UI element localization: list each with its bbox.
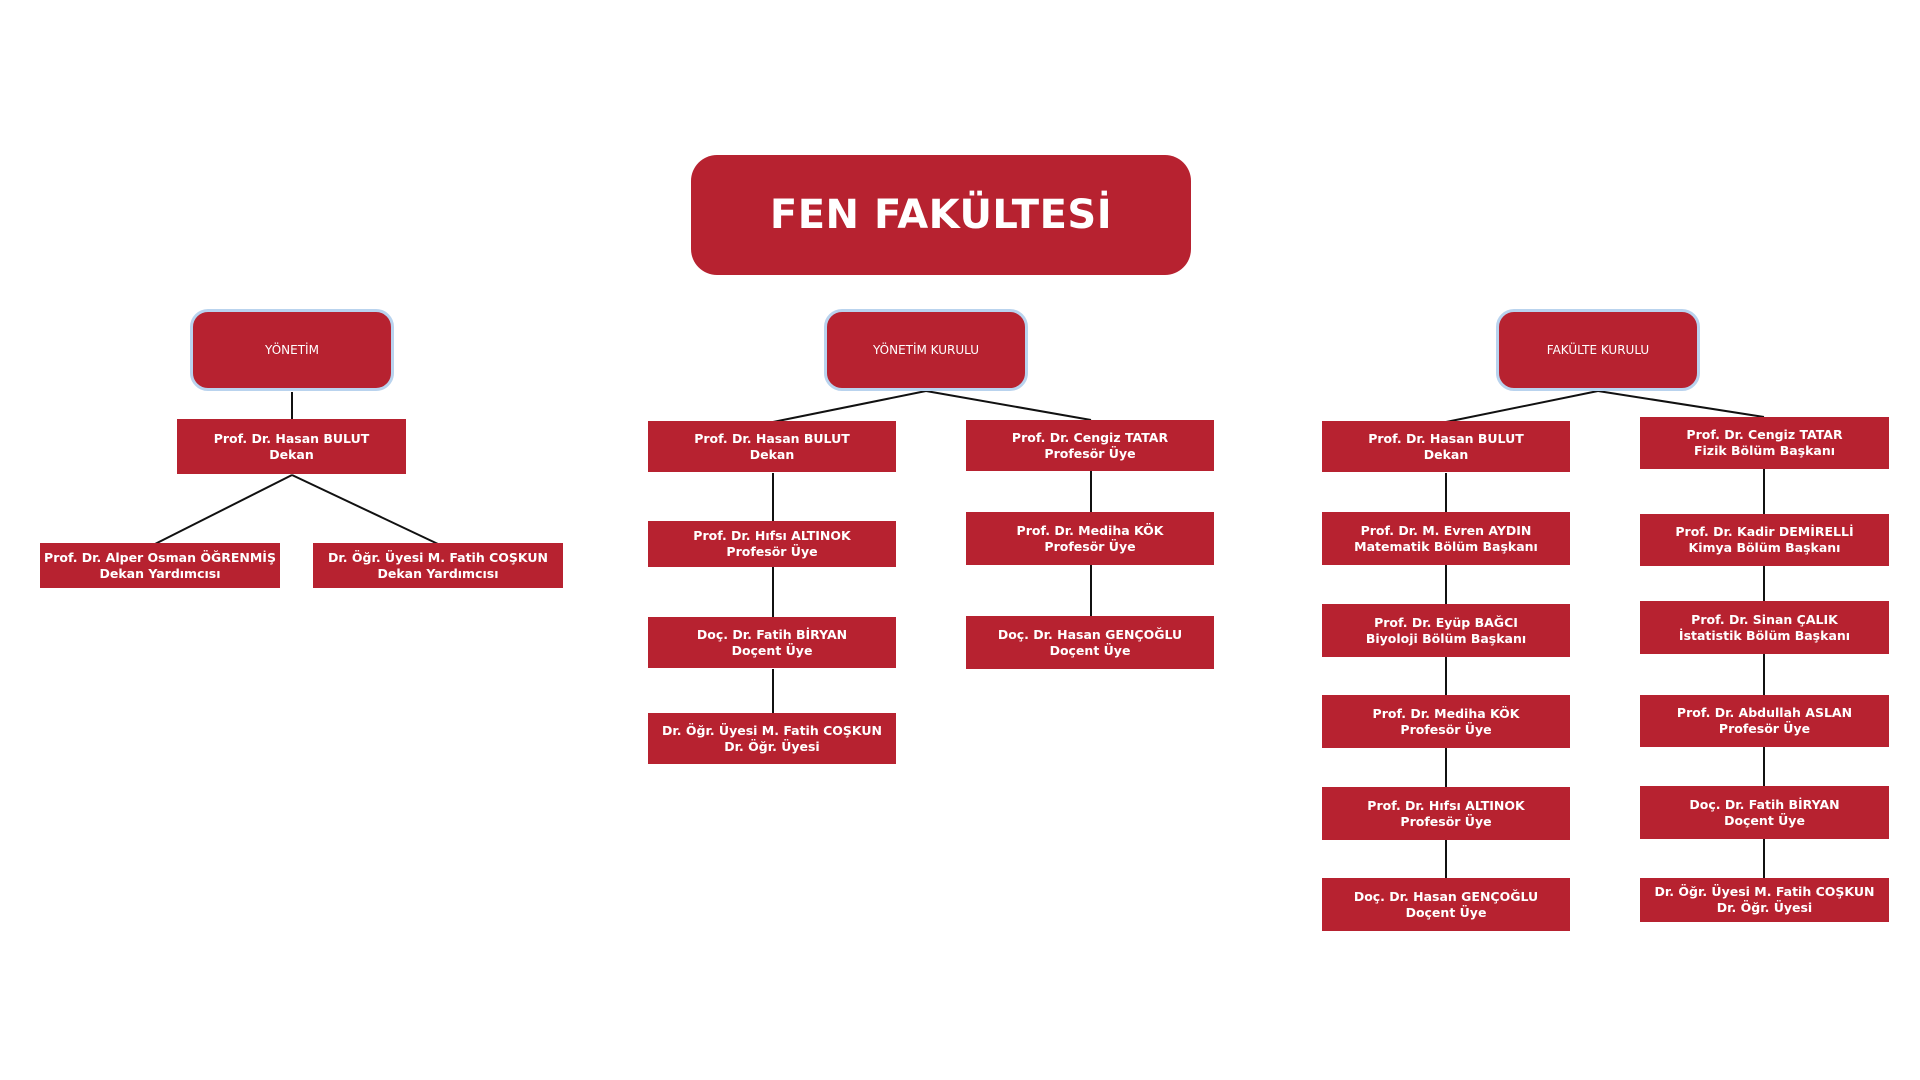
node-role: Profesör Üye (1044, 538, 1136, 554)
node-dekan: Prof. Dr. Hasan BULUT Dekan (177, 419, 406, 474)
node-name: Prof. Dr. Hasan BULUT (694, 430, 850, 446)
node-name: Prof. Dr. M. Evren AYDIN (1360, 522, 1532, 538)
node-member: Doç. Dr. Hasan GENÇOĞLU Doçent Üye (966, 616, 1214, 669)
node-name: Prof. Dr. Eyüp BAĞCI (1374, 614, 1518, 630)
node-name: Prof. Dr. Hasan BULUT (1368, 430, 1524, 446)
node-role: İstatistik Bölüm Başkanı (1678, 627, 1851, 643)
node-name: Dr. Öğr. Üyesi M. Fatih COŞKUN (1654, 884, 1875, 899)
section-header-fakulte-kurulu: FAKÜLTE KURULU (1496, 309, 1700, 391)
node-role: Profesör Üye (1400, 813, 1492, 829)
node-role: Dekan (749, 446, 795, 462)
node-name: Doç. Dr. Fatih BİRYAN (696, 626, 848, 642)
node-name: Doç. Dr. Fatih BİRYAN (1689, 796, 1840, 812)
node-name: Dr. Öğr. Üyesi M. Fatih COŞKUN (662, 722, 882, 738)
node-member: Prof. Dr. M. Evren AYDIN Matematik Bölüm… (1322, 512, 1570, 565)
node-role: Profesör Üye (1718, 721, 1811, 736)
node-role: Doçent Üye (1049, 642, 1131, 658)
node-member: Dr. Öğr. Üyesi M. Fatih COŞKUN Dr. Öğr. … (648, 713, 896, 764)
node-member: Doç. Dr. Fatih BİRYAN Doçent Üye (1640, 786, 1889, 839)
node-role: Kimya Bölüm Başkanı (1688, 540, 1841, 555)
node-name: Prof. Dr. Hasan BULUT (213, 430, 370, 446)
node-name: Prof. Dr. Hıfsı ALTINOK (693, 528, 851, 543)
connector-line (925, 390, 1092, 421)
node-name: Prof. Dr. Mediha KÖK (1372, 705, 1520, 721)
node-role: Biyoloji Bölüm Başkanı (1365, 630, 1527, 646)
node-name: Dr. Öğr. Üyesi M. Fatih COŞKUN (328, 549, 548, 565)
node-member: Dr. Öğr. Üyesi M. Fatih COŞKUN Dr. Öğr. … (1640, 878, 1889, 922)
node-member: Prof. Dr. Eyüp BAĞCI Biyoloji Bölüm Başk… (1322, 604, 1570, 657)
node-role: Profesör Üye (726, 544, 818, 559)
node-role: Profesör Üye (1044, 445, 1136, 461)
section-header-yonetim-kurulu: YÖNETİM KURULU (824, 309, 1028, 391)
node-member: Prof. Dr. Kadir DEMİRELLİ Kimya Bölüm Ba… (1640, 514, 1889, 566)
node-name: Prof. Dr. Kadir DEMİRELLİ (1675, 524, 1854, 539)
node-role: Fizik Bölüm Başkanı (1693, 443, 1836, 458)
node-member: Prof. Dr. Mediha KÖK Profesör Üye (966, 512, 1214, 565)
node-dekan-yardimcisi: Prof. Dr. Alper Osman ÖĞRENMİŞ Dekan Yar… (40, 543, 280, 588)
node-name: Prof. Dr. Mediha KÖK (1016, 522, 1164, 538)
node-role: Dekan Yardımcısı (377, 565, 499, 581)
node-role: Dekan (269, 446, 314, 462)
connector-line (291, 474, 439, 545)
node-role: Profesör Üye (1400, 721, 1492, 737)
node-member: Prof. Dr. Hıfsı ALTINOK Profesör Üye (1322, 787, 1570, 840)
node-role: Doçent Üye (731, 642, 813, 658)
node-name: Prof. Dr. Cengiz TATAR (1011, 429, 1169, 445)
page-title: FEN FAKÜLTESİ (691, 155, 1191, 275)
node-member: Prof. Dr. Hasan BULUT Dekan (1322, 421, 1570, 472)
node-member: Prof. Dr. Hasan BULUT Dekan (648, 421, 896, 472)
node-role: Dekan (1423, 446, 1469, 462)
node-member: Doç. Dr. Hasan GENÇOĞLU Doçent Üye (1322, 878, 1570, 931)
node-name: Doç. Dr. Hasan GENÇOĞLU (1353, 888, 1539, 904)
connector-line (772, 390, 927, 423)
node-dekan-yardimcisi: Dr. Öğr. Üyesi M. Fatih COŞKUN Dekan Yar… (313, 543, 563, 588)
connector-line (1445, 390, 1599, 423)
node-name: Prof. Dr. Alper Osman ÖĞRENMİŞ (44, 549, 276, 565)
section-header-yonetim: YÖNETİM (190, 309, 394, 391)
node-name: Prof. Dr. Abdullah ASLAN (1676, 705, 1853, 720)
connector-line (1597, 390, 1765, 418)
node-member: Prof. Dr. Abdullah ASLAN Profesör Üye (1640, 695, 1889, 747)
node-member: Prof. Dr. Sinan ÇALIK İstatistik Bölüm B… (1640, 601, 1889, 654)
node-role: Dekan Yardımcısı (99, 565, 221, 581)
node-role: Doçent Üye (1405, 904, 1487, 920)
node-role: Matematik Bölüm Başkanı (1354, 538, 1538, 554)
node-name: Prof. Dr. Hıfsı ALTINOK (1367, 797, 1525, 813)
node-member: Prof. Dr. Hıfsı ALTINOK Profesör Üye (648, 521, 896, 567)
node-name: Doç. Dr. Hasan GENÇOĞLU (997, 626, 1183, 642)
node-name: Prof. Dr. Sinan ÇALIK (1691, 611, 1838, 627)
node-role: Dr. Öğr. Üyesi (724, 738, 820, 754)
node-member: Doç. Dr. Fatih BİRYAN Doçent Üye (648, 617, 896, 668)
node-name: Prof. Dr. Cengiz TATAR (1686, 427, 1843, 442)
node-role: Doçent Üye (1724, 812, 1805, 828)
node-member: Prof. Dr. Cengiz TATAR Profesör Üye (966, 420, 1214, 471)
node-role: Dr. Öğr. Üyesi (1716, 900, 1813, 915)
node-member: Prof. Dr. Mediha KÖK Profesör Üye (1322, 695, 1570, 748)
node-member: Prof. Dr. Cengiz TATAR Fizik Bölüm Başka… (1640, 417, 1889, 469)
connector-line (154, 474, 293, 545)
